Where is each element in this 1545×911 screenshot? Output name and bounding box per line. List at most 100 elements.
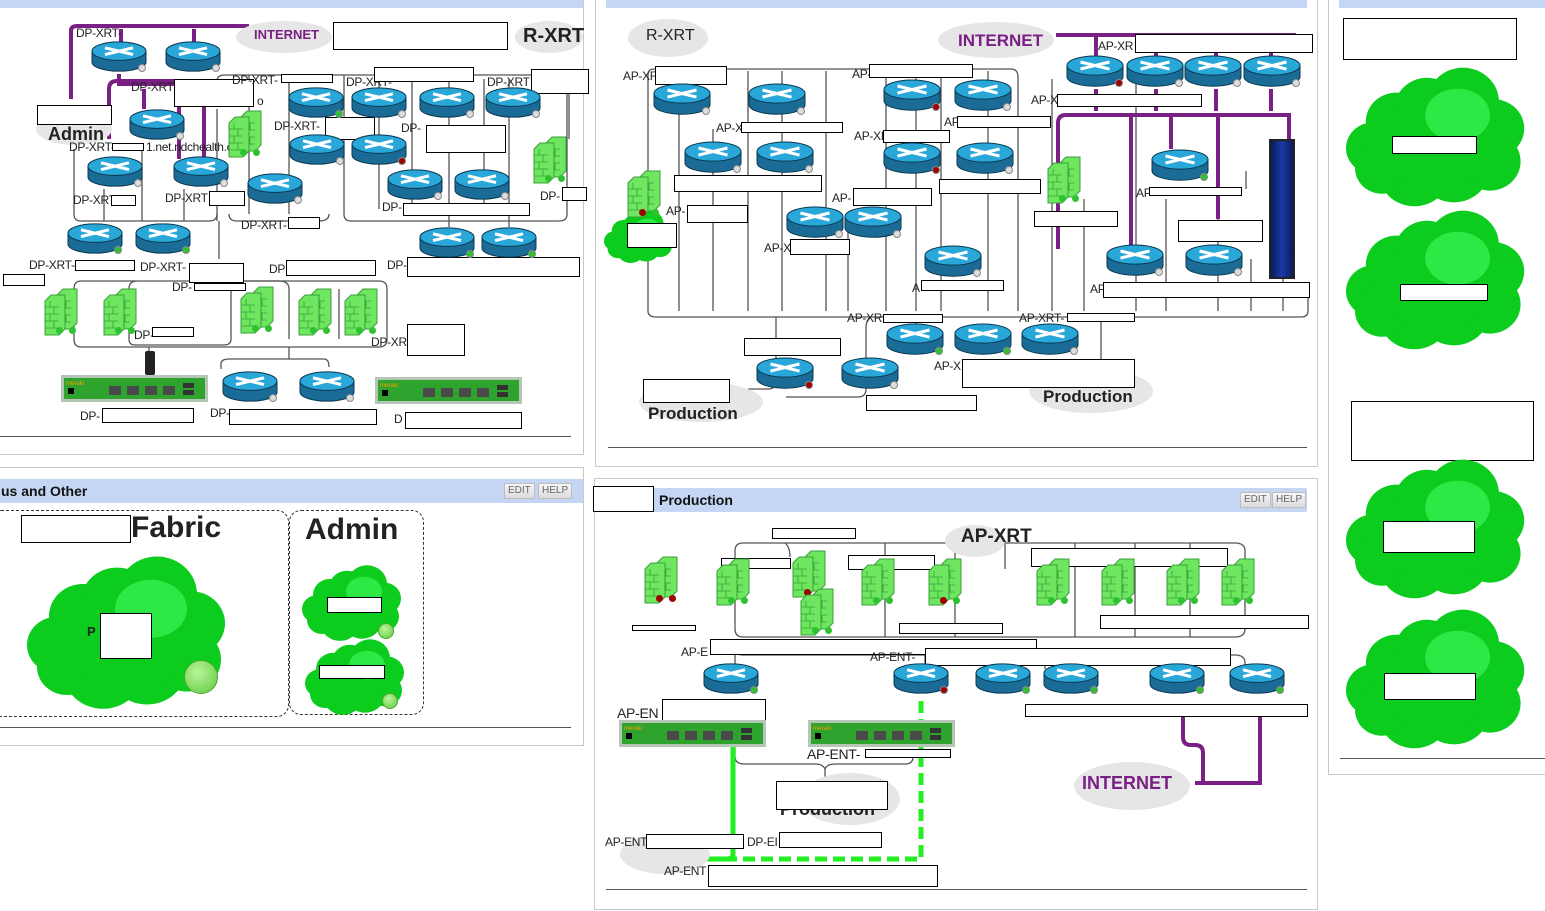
panel-header (0, 0, 583, 8)
router-icon[interactable] (165, 41, 221, 72)
status-indicator (114, 245, 122, 254)
router-icon[interactable] (135, 223, 191, 254)
router-icon[interactable] (419, 87, 475, 118)
firewall-icon[interactable] (715, 558, 751, 606)
switch-appliance-icon[interactable]: meraki (375, 377, 522, 404)
router-icon[interactable] (954, 79, 1012, 111)
firewall-icon[interactable] (626, 170, 662, 218)
status-indicator (69, 327, 76, 334)
router-icon[interactable] (351, 134, 407, 165)
ap-xrt-cloud[interactable]: AP-XRT (935, 521, 1035, 561)
router-icon[interactable] (299, 371, 355, 402)
firewall-icon[interactable] (860, 558, 896, 606)
admin-group[interactable] (289, 510, 424, 715)
redacted-box (643, 379, 730, 403)
device-label: DP-XRT- (69, 140, 115, 154)
router-icon[interactable] (893, 663, 949, 694)
router-icon[interactable] (387, 169, 443, 200)
router-icon[interactable] (653, 83, 711, 115)
firewall-icon[interactable] (1165, 558, 1201, 606)
firewall-icon[interactable] (927, 558, 963, 606)
firewall-icon[interactable] (343, 288, 379, 336)
r-xrt-cloud[interactable]: R-XRT (514, 17, 584, 57)
router-icon[interactable] (841, 357, 899, 389)
router-icon[interactable] (485, 87, 541, 118)
status-indicator (973, 268, 981, 277)
router-icon[interactable] (1043, 663, 1099, 694)
site-cloud[interactable] (1346, 67, 1526, 207)
firewall-icon[interactable] (532, 136, 568, 184)
router-icon[interactable] (748, 83, 806, 115)
router-icon[interactable] (289, 134, 345, 165)
internet-cloud[interactable]: INTERNET (234, 17, 334, 57)
edit-button[interactable]: EDIT (504, 483, 535, 499)
router-icon[interactable] (454, 169, 510, 200)
router-icon[interactable] (886, 323, 944, 355)
router-icon[interactable] (1021, 323, 1079, 355)
r-xrt-cloud[interactable]: R-XRT (626, 17, 711, 59)
router-icon[interactable] (351, 87, 407, 118)
internet-cloud[interactable]: INTERNET (1070, 759, 1195, 814)
switch-appliance-icon[interactable]: meraki (808, 720, 955, 747)
admin-cloud-2[interactable] (305, 639, 405, 715)
firewall-icon[interactable] (102, 288, 138, 336)
redacted-box (189, 263, 244, 283)
router-icon[interactable] (1229, 663, 1285, 694)
firewall-icon[interactable] (297, 288, 333, 336)
router-icon[interactable] (129, 109, 185, 140)
router-icon[interactable] (924, 245, 982, 277)
firewall-icon[interactable] (1046, 156, 1082, 204)
router-icon[interactable] (1184, 55, 1242, 87)
router-icon[interactable] (1106, 244, 1164, 276)
firewall-icon[interactable] (791, 550, 827, 598)
switch-appliance-icon[interactable]: meraki (619, 720, 766, 747)
internet-label: INTERNET (1082, 773, 1172, 793)
router-icon[interactable] (67, 223, 123, 254)
status-indicator (733, 164, 741, 173)
router-icon[interactable] (1243, 55, 1301, 87)
admin-title: Admin (305, 513, 399, 546)
router-icon[interactable] (87, 156, 143, 187)
firewall-icon[interactable] (1100, 558, 1136, 606)
router-icon[interactable] (756, 141, 814, 173)
router-icon[interactable] (703, 663, 759, 694)
router-icon[interactable] (247, 173, 303, 204)
device-label: DP (269, 262, 286, 276)
help-button[interactable]: HELP (1272, 492, 1307, 508)
router-icon[interactable] (956, 142, 1014, 174)
router-icon[interactable] (1126, 55, 1184, 87)
device-label: AP-XR (1098, 39, 1134, 53)
edit-button[interactable]: EDIT (1240, 492, 1271, 508)
production-cloud[interactable]: P n (27, 556, 227, 709)
router-icon[interactable] (419, 227, 475, 258)
device-label: AP- (852, 67, 872, 81)
router-icon[interactable] (1066, 55, 1124, 87)
firewall-icon[interactable] (1220, 558, 1256, 606)
device-label: DP-XRT- (73, 193, 119, 207)
site-cloud[interactable] (1346, 210, 1526, 350)
status-indicator (346, 393, 354, 402)
router-icon[interactable] (222, 371, 278, 402)
fabric-group[interactable] (0, 510, 289, 717)
server-rack-icon[interactable] (1269, 139, 1295, 279)
router-icon[interactable] (481, 227, 537, 258)
firewall-icon[interactable] (227, 110, 263, 158)
status-indicator (220, 178, 228, 187)
switch-appliance-icon[interactable]: meraki (61, 375, 208, 402)
device-label: AP-XR (847, 311, 883, 325)
router-icon[interactable] (288, 87, 344, 118)
router-icon[interactable] (91, 41, 147, 72)
router-icon[interactable] (786, 206, 844, 238)
internet-cloud[interactable]: INTERNET (936, 19, 1056, 61)
router-icon[interactable] (1185, 244, 1243, 276)
help-button[interactable]: HELP (538, 483, 573, 499)
router-icon[interactable] (1151, 149, 1209, 181)
usb-modem-icon[interactable] (145, 351, 155, 375)
firewall-icon[interactable] (643, 556, 679, 604)
redacted-box (229, 409, 377, 425)
router-icon[interactable] (883, 79, 941, 111)
redacted-box (174, 79, 254, 107)
firewall-icon[interactable] (799, 588, 835, 636)
router-icon[interactable] (844, 206, 902, 238)
router-icon[interactable] (954, 323, 1012, 355)
